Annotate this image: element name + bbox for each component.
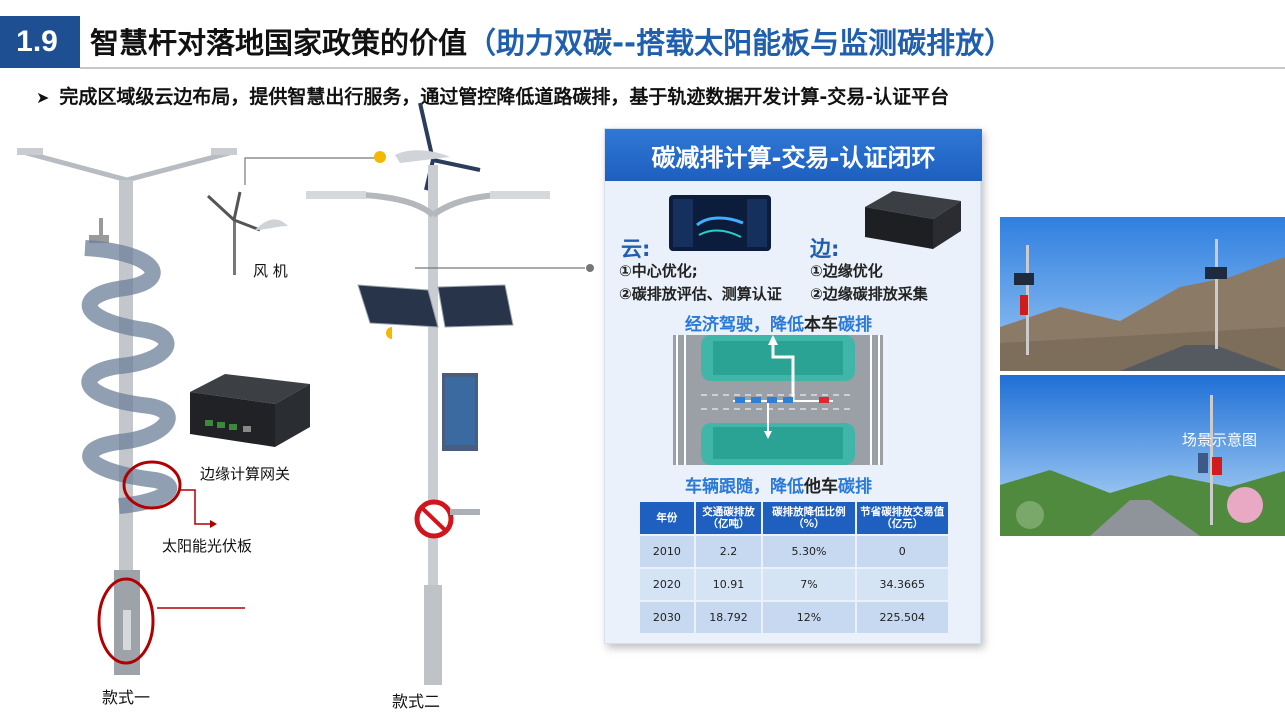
wind-label: 风 机 <box>253 262 288 280</box>
title-divider <box>80 67 1285 69</box>
wind-turbine-icon <box>206 191 288 275</box>
scene-photo-road: 场景示意图 <box>1000 375 1285 536</box>
intersection-diagram <box>673 335 883 465</box>
scene-label: 场景示意图 <box>1182 431 1258 449</box>
cell: 34.3665 <box>856 569 948 600</box>
table-row: 2010 2.2 5.30% 0 <box>640 536 948 567</box>
eco-drive-text-b: 本车 <box>804 315 838 335</box>
cell: 12% <box>763 602 855 633</box>
pole-style-one-illustration <box>17 148 245 675</box>
panel-connector-line <box>415 264 594 272</box>
section-number-accent <box>74 16 80 68</box>
section-number: 1.9 <box>0 16 74 68</box>
th-emission: 交通碳排放（亿吨） <box>695 502 762 534</box>
cell: 10.91 <box>695 569 762 600</box>
cloud-heading: 云: <box>621 237 651 261</box>
cell: 0 <box>856 536 948 567</box>
pole-style-two-illustration <box>306 102 550 685</box>
follow-caption: 车辆跟随，降低他车碳排 <box>685 472 872 497</box>
follow-text-b: 他车 <box>804 477 838 497</box>
th-year: 年份 <box>640 502 694 534</box>
title-main: 智慧杆对落地国家政策的价值 <box>90 26 468 60</box>
panel-title: 碳减排计算-交易-认证闭环 <box>605 129 982 181</box>
bullet-text: 完成区域级云边布局，提供智慧出行服务，通过管控降低道路碳排，基于轨迹数据开发计算… <box>59 86 950 108</box>
arrow-bullet-icon: ➤ <box>36 88 50 107</box>
th-reduction: 碳排放降低比例（%） <box>763 502 855 534</box>
cloud-item-2: ②碳排放评估、测算认证 <box>619 285 782 303</box>
follow-text-c: 碳排 <box>838 477 872 497</box>
style-one-label: 款式一 <box>102 688 151 707</box>
cell: 7% <box>763 569 855 600</box>
carbon-table: 年份 交通碳排放（亿吨） 碳排放降低比例（%） 节省碳排放交易值（亿元） 201… <box>638 500 950 635</box>
eco-drive-text-c: 碳排 <box>838 315 872 335</box>
edge-device-image <box>865 191 961 249</box>
bullet-point: ➤ 完成区域级云边布局，提供智慧出行服务，通过管控降低道路碳排，基于轨迹数据开发计… <box>36 82 949 109</box>
style-two-label: 款式二 <box>392 692 441 711</box>
page-title: 智慧杆对落地国家政策的价值（助力双碳--搭载太阳能板与监测碳排放） <box>90 20 1013 62</box>
follow-text-a: 车辆跟随，降低 <box>685 477 804 497</box>
cell: 5.30% <box>763 536 855 567</box>
cloud-dashboard-image <box>669 195 771 251</box>
feature-dots <box>374 151 392 339</box>
table-row: 2020 10.91 7% 34.3665 <box>640 569 948 600</box>
edge-heading: 边: <box>810 237 840 261</box>
edge-item-1: ①边缘优化 <box>810 262 883 280</box>
table-header-row: 年份 交通碳排放（亿吨） 碳排放降低比例（%） 节省碳排放交易值（亿元） <box>640 502 948 534</box>
cell: 225.504 <box>856 602 948 633</box>
title-highlight: （助力双碳--搭载太阳能板与监测碳排放） <box>467 26 1014 60</box>
eco-drive-text-a: 经济驾驶，降低 <box>685 315 804 335</box>
edge-gateway-icon <box>190 374 310 447</box>
edge-gateway-label: 边缘计算网关 <box>200 465 291 483</box>
cloud-item-1: ①中心优化; <box>619 262 698 280</box>
cell: 2030 <box>640 602 694 633</box>
scene-photo-mountain <box>1000 217 1285 371</box>
carbon-loop-panel: 碳减排计算-交易-认证闭环 云: ①中心优化; ②碳排放评估、测算认证 边: ①… <box>604 128 982 644</box>
cell: 2020 <box>640 569 694 600</box>
edge-item-2: ②边缘碳排放采集 <box>810 285 928 303</box>
cell: 2.2 <box>695 536 762 567</box>
solar-panel-label: 太阳能光伏板 <box>162 537 253 555</box>
th-trade-value: 节省碳排放交易值（亿元） <box>856 502 948 534</box>
cell: 2010 <box>640 536 694 567</box>
cell: 18.792 <box>695 602 762 633</box>
wind-connector-line <box>244 157 380 185</box>
table-row: 2030 18.792 12% 225.504 <box>640 602 948 633</box>
eco-drive-caption: 经济驾驶，降低本车碳排 <box>685 310 872 335</box>
